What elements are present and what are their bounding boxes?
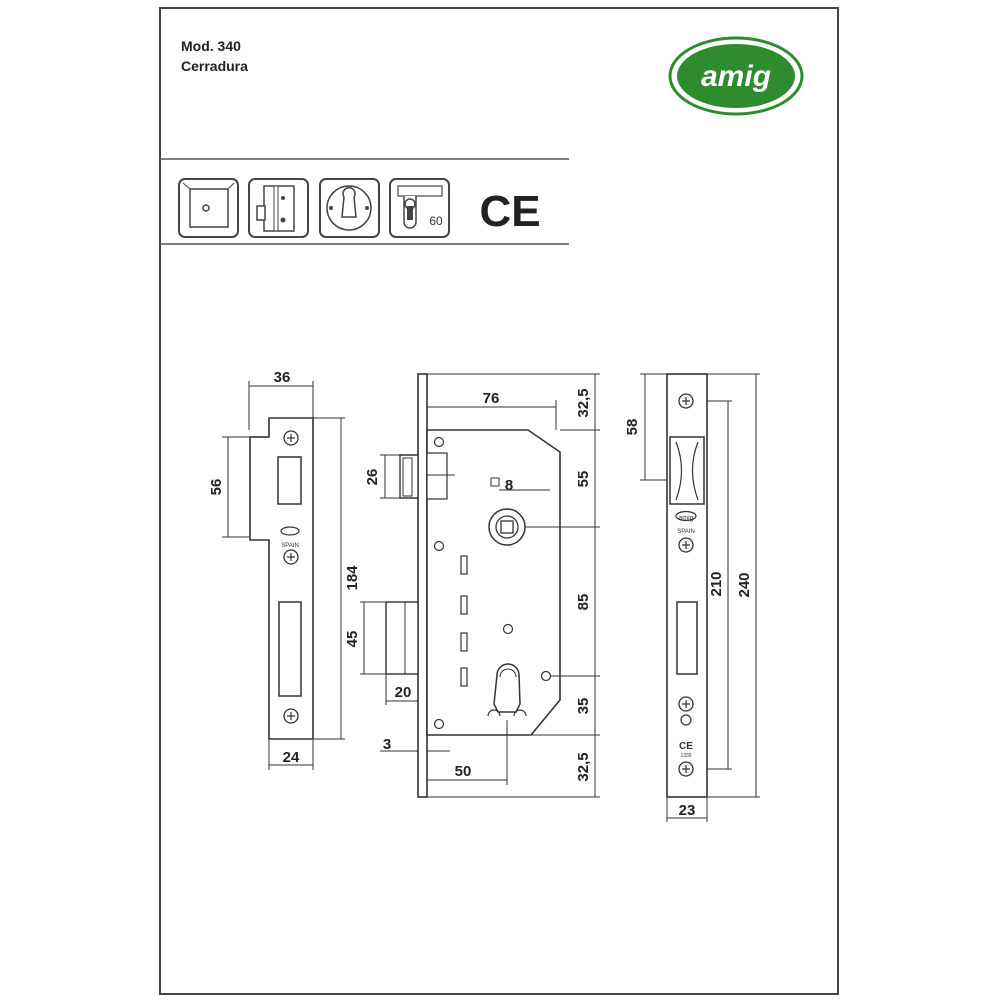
lock-body <box>360 373 600 798</box>
mortise-lock-icon <box>248 178 309 238</box>
ce-mark-text: CE <box>479 187 540 236</box>
faceplate-cert-stamp: 1339 <box>680 753 691 759</box>
strike-origin-stamp: SPAIN <box>281 543 299 549</box>
dim-latch-height: 26 <box>364 469 381 486</box>
dim-top-offset: 32,5 <box>575 388 592 417</box>
ce-mark-icon: CE <box>479 187 540 236</box>
dim-square-spindle: 8 <box>505 477 513 494</box>
dim-strike-latch-height: 56 <box>208 479 225 496</box>
dim-strike-width: 36 <box>274 369 291 386</box>
dim-backset: 76 <box>483 390 500 407</box>
faceplate-ce-stamp: CE <box>679 741 693 752</box>
strike-plate: SPAIN <box>222 381 345 770</box>
cylinder-size-label: 60 <box>429 214 443 228</box>
dim-cylinder-to-bottom: 35 <box>575 698 592 715</box>
dim-faceplate-hole-distance: 210 <box>708 571 725 596</box>
product-name: Cerradura <box>181 58 248 74</box>
dim-bolt-height: 45 <box>344 631 361 648</box>
euro-cylinder-escutcheon-icon <box>319 178 380 238</box>
faceplate-front <box>640 373 760 822</box>
faceplate-brand-stamp: amig <box>678 515 693 522</box>
dim-center-distance: 85 <box>575 594 592 611</box>
brand-logo: amig <box>668 36 804 116</box>
dim-strike-bottom-width: 24 <box>283 749 300 766</box>
dim-bottom-offset: 32,5 <box>575 752 592 781</box>
door-handle-icon <box>178 178 239 238</box>
dim-faceplate-thickness: 3 <box>383 736 391 753</box>
dim-faceplate-width: 23 <box>679 802 696 819</box>
dim-strike-length: 184 <box>344 565 361 591</box>
dim-backset-cylinder: 50 <box>455 763 472 780</box>
dim-faceplate-top-hole: 58 <box>624 419 641 436</box>
dim-bolt-throw: 20 <box>395 684 412 701</box>
model-number: Mod. 340 <box>181 38 241 54</box>
dim-spindle-to-top: 55 <box>575 471 592 488</box>
logo-text: amig <box>701 60 771 93</box>
faceplate-origin-stamp: SPAIN <box>677 529 695 535</box>
dim-faceplate-length: 240 <box>736 572 753 597</box>
cylinder-60-icon: 60 <box>389 178 450 238</box>
